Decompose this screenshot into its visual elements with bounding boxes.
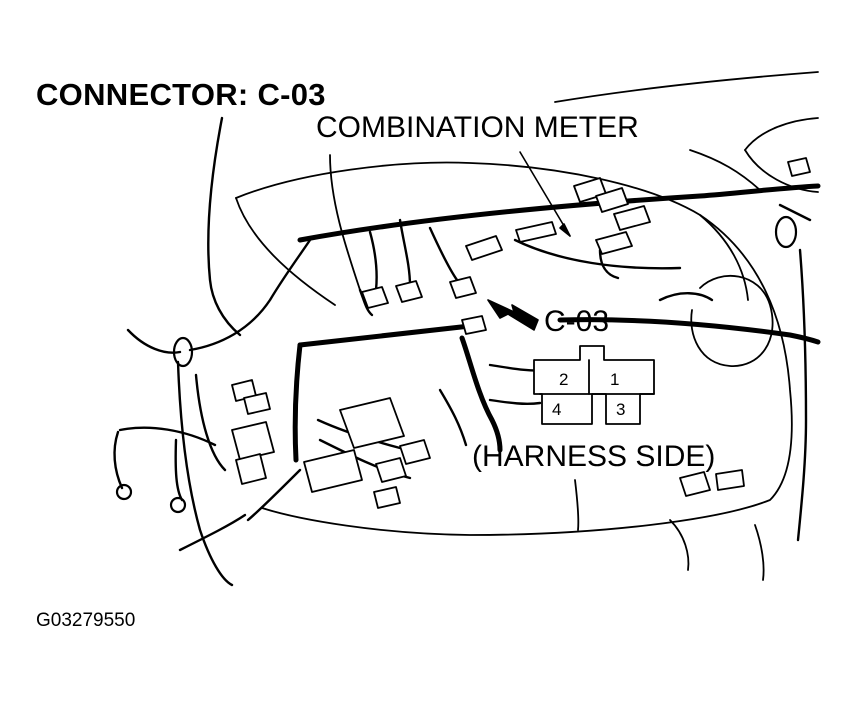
c03-arrow <box>487 299 539 331</box>
gauge-outline <box>690 275 774 367</box>
meter-leader <box>519 151 571 237</box>
harness-side-label: (HARNESS SIDE) <box>472 440 716 473</box>
component-label: COMBINATION METER <box>316 111 639 144</box>
connector-face <box>533 345 655 425</box>
pin-label: 3 <box>616 400 625 419</box>
grommets <box>172 215 798 368</box>
dashboard-outline <box>235 71 819 581</box>
diagram-title: CONNECTOR: C-03 <box>36 77 326 112</box>
ground-terminals <box>115 483 187 514</box>
pin-label: 1 <box>610 370 619 389</box>
harness-connectors <box>231 157 811 509</box>
pin-label: 2 <box>559 370 568 389</box>
branch-wires <box>113 116 812 587</box>
pin-label: 4 <box>552 400 561 419</box>
connector-pin-labels: 1 2 3 4 <box>552 370 625 419</box>
figure-id: G03279550 <box>36 610 136 631</box>
